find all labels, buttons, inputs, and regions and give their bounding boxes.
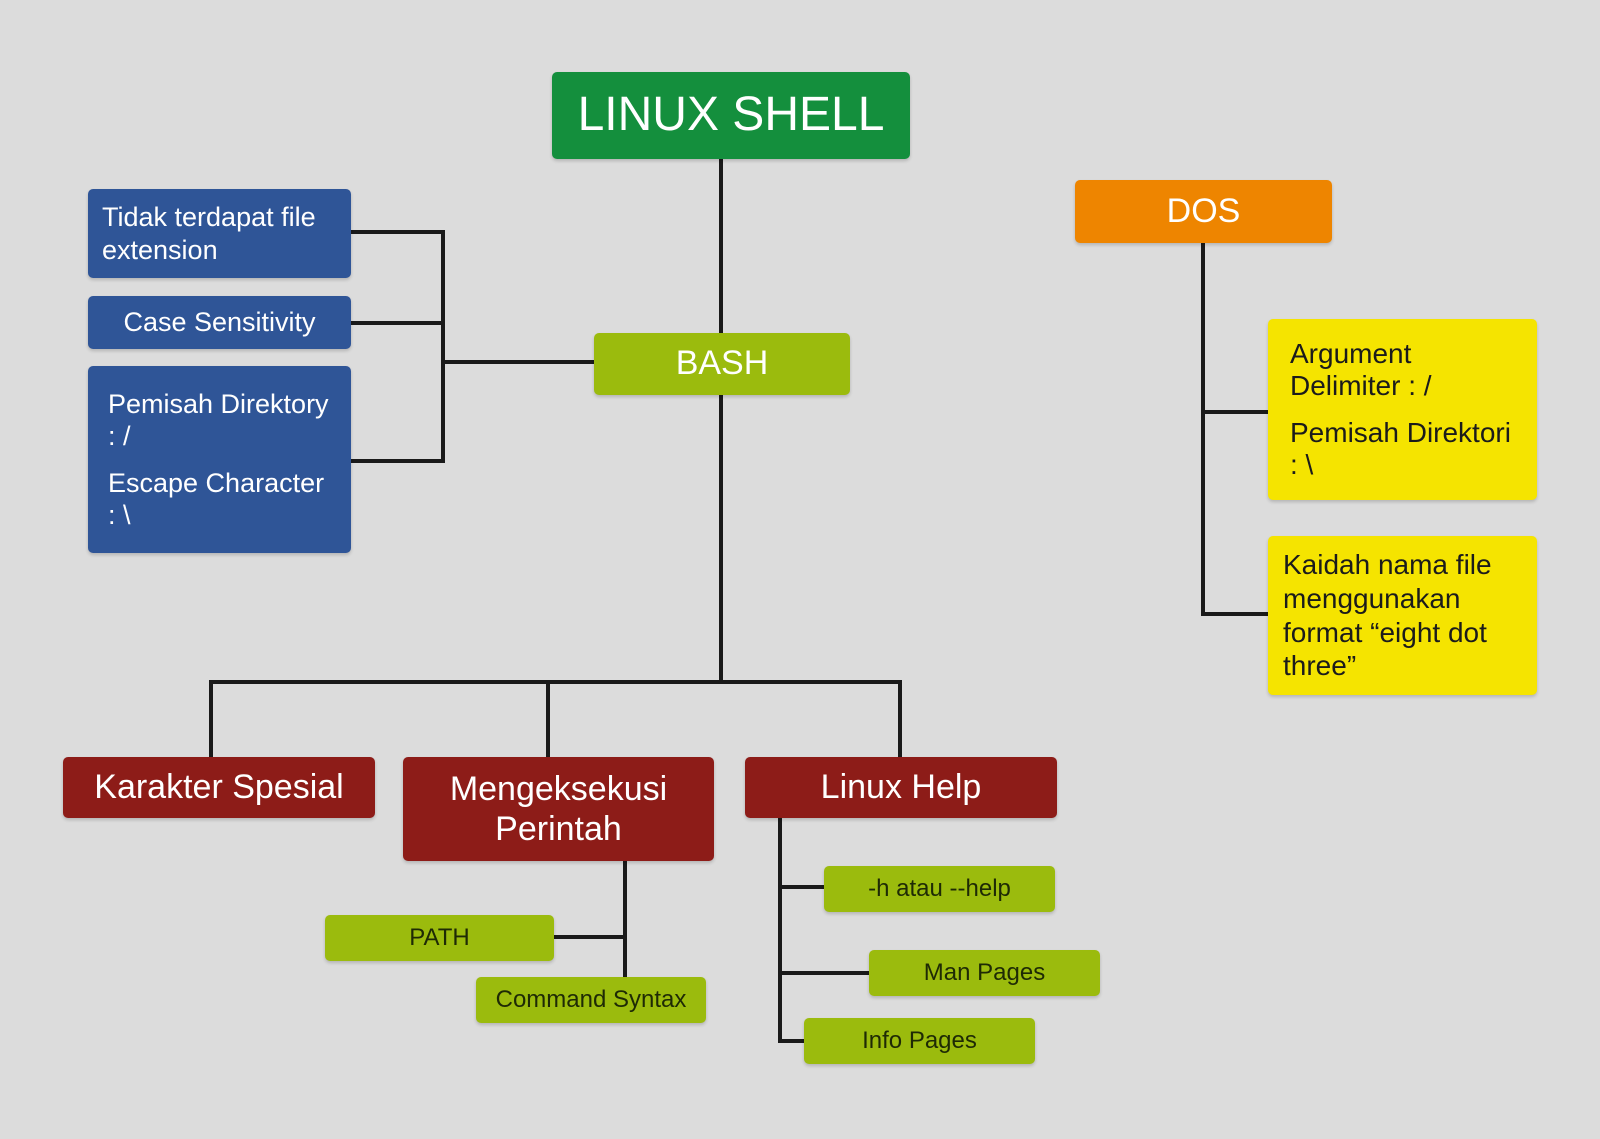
topic-karakter-spesial-label: Karakter Spesial bbox=[94, 767, 344, 806]
topic-mengeksekusi-perintah-label: Mengeksekusi Perintah bbox=[449, 769, 668, 848]
property-separators: Pemisah Direktory : / Escape Character :… bbox=[88, 366, 351, 553]
help-flag-label: -h atau --help bbox=[868, 875, 1011, 903]
property-directory-separator: Pemisah Direktory : / bbox=[108, 388, 329, 452]
help-man-pages: Man Pages bbox=[869, 950, 1100, 996]
property-file-extension: Tidak terdapat file extension bbox=[88, 189, 351, 278]
help-man-pages-label: Man Pages bbox=[923, 959, 1046, 987]
topic-mengeksekusi-perintah: Mengeksekusi Perintah bbox=[403, 757, 714, 861]
property-file-extension-label: Tidak terdapat file extension bbox=[102, 202, 316, 265]
help-info-pages: Info Pages bbox=[804, 1018, 1035, 1064]
dos-label: DOS bbox=[1166, 191, 1241, 230]
dos-delimiters: Argument Delimiter : / Pemisah Direktori… bbox=[1268, 319, 1537, 500]
bash-node: BASH bbox=[594, 333, 850, 395]
dos-argument-delimiter: Argument Delimiter : / bbox=[1290, 338, 1432, 402]
property-case-sensitivity-label: Case Sensitivity bbox=[123, 307, 316, 338]
dos-node: DOS bbox=[1075, 180, 1332, 243]
help-flag: -h atau --help bbox=[824, 866, 1055, 912]
dos-filename-rule: Kaidah nama file menggunakan format “eig… bbox=[1268, 536, 1537, 695]
linux-shell-root: LINUX SHELL bbox=[552, 72, 910, 159]
eksekusi-command-syntax-label: Command Syntax bbox=[495, 986, 687, 1014]
eksekusi-path-label: PATH bbox=[409, 924, 470, 952]
eksekusi-path: PATH bbox=[325, 915, 554, 961]
eksekusi-command-syntax: Command Syntax bbox=[476, 977, 706, 1023]
topic-karakter-spesial: Karakter Spesial bbox=[63, 757, 375, 818]
dos-filename-rule-label: Kaidah nama file menggunakan format “eig… bbox=[1283, 549, 1492, 682]
topic-linux-help-label: Linux Help bbox=[820, 767, 982, 806]
root-label: LINUX SHELL bbox=[577, 88, 885, 142]
property-case-sensitivity: Case Sensitivity bbox=[88, 296, 351, 349]
help-info-pages-label: Info Pages bbox=[862, 1027, 977, 1055]
property-escape-character: Escape Character : \ bbox=[108, 467, 325, 530]
bash-label: BASH bbox=[675, 344, 769, 383]
dos-directory-separator: Pemisah Direktori : \ bbox=[1290, 416, 1511, 480]
topic-linux-help: Linux Help bbox=[745, 757, 1057, 818]
